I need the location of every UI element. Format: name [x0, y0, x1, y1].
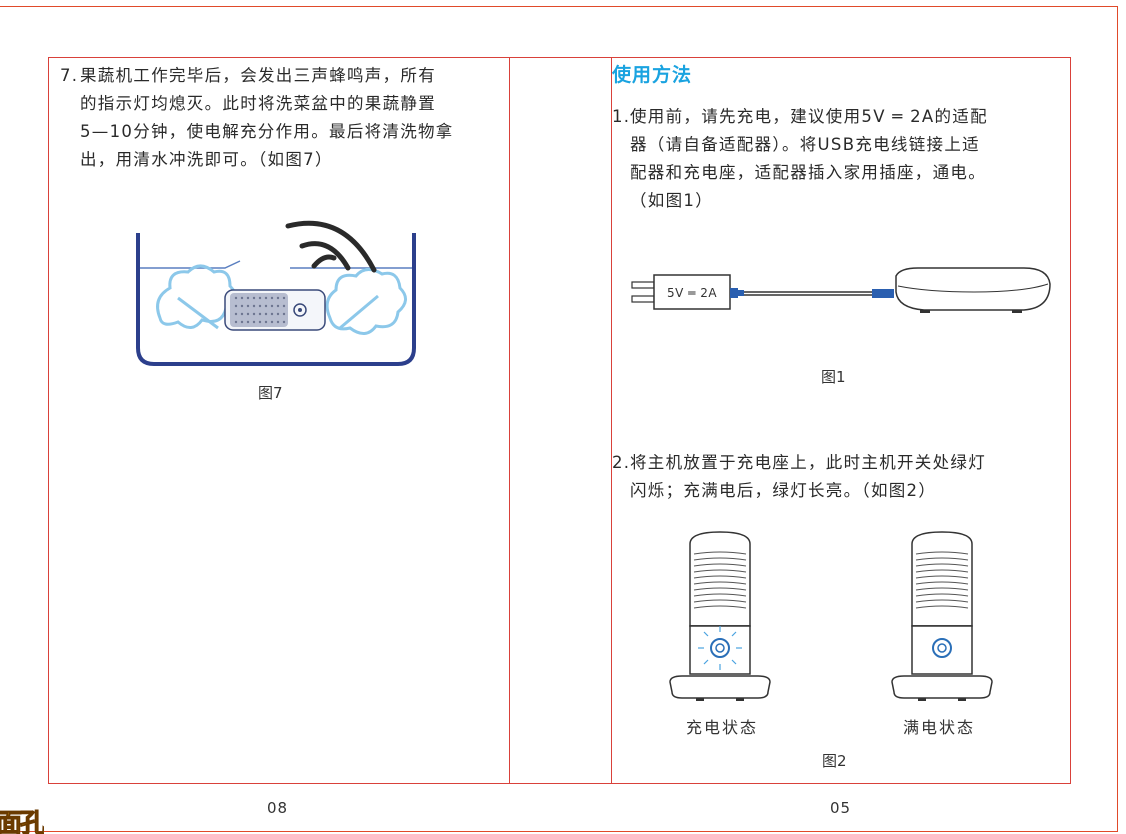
adapter-label: 5V ═ 2A: [667, 286, 718, 300]
corner-logo: 面孔: [0, 809, 45, 834]
figure7-basin-illustration: [136, 220, 416, 366]
step7-line: 果蔬机工作完毕后，会发出三声蜂鸣声，所有: [80, 66, 436, 85]
figure1-caption: 图1: [821, 368, 846, 386]
step2-line: 将主机放置于充电座上，此时主机开关处绿灯: [630, 453, 986, 472]
step1-line: 使用前，请先充电，建议使用5V ═ 2A的适配: [630, 107, 988, 126]
figure7-caption: 图7: [258, 384, 283, 402]
step7-line: 出，用清水冲洗即可。（如图7）: [80, 150, 333, 169]
step1-paragraph: 1. 使用前，请先充电，建议使用5V ═ 2A的适配 器（请自备适配器）。将US…: [612, 103, 1067, 215]
section-heading: 使用方法: [612, 64, 693, 86]
figure1-adapter-illustration: [631, 267, 1051, 313]
figure2-full-device: [891, 531, 993, 701]
step1-number: 1.: [612, 107, 631, 126]
step1-line: （如图1）: [630, 191, 713, 210]
right-page-panel: [611, 57, 1071, 784]
step7-paragraph: 7. 果蔬机工作完毕后，会发出三声蜂鸣声，所有 的指示灯均熄灭。此时将洗菜盆中的…: [60, 62, 505, 174]
step1-line: 配器和充电座，适配器插入家用插座，通电。: [630, 163, 986, 182]
step1-line: 器（请自备适配器）。将USB充电线链接上适: [630, 135, 980, 154]
step7-line: 的指示灯均熄灭。此时将洗菜盆中的果蔬静置: [80, 94, 436, 113]
step7-line: 5—10分钟，使电解充分作用。最后将清洗物拿: [80, 122, 454, 141]
step2-paragraph: 2. 将主机放置于充电座上，此时主机开关处绿灯 闪烁；充满电后，绿灯长亮。（如图…: [612, 449, 1067, 505]
charging-status-label: 充电状态: [686, 718, 759, 737]
full-status-label: 满电状态: [903, 718, 976, 737]
right-page-number: 05: [830, 799, 852, 817]
left-page-number: 08: [267, 799, 289, 817]
step2-number: 2.: [612, 453, 631, 472]
gutter-panel: [509, 57, 612, 784]
figure2-caption: 图2: [822, 752, 847, 770]
step2-line: 闪烁；充满电后，绿灯长亮。（如图2）: [630, 481, 937, 500]
figure2-charging-device: [669, 531, 771, 701]
step7-number: 7.: [60, 66, 79, 85]
page-frame: [0, 6, 1118, 832]
